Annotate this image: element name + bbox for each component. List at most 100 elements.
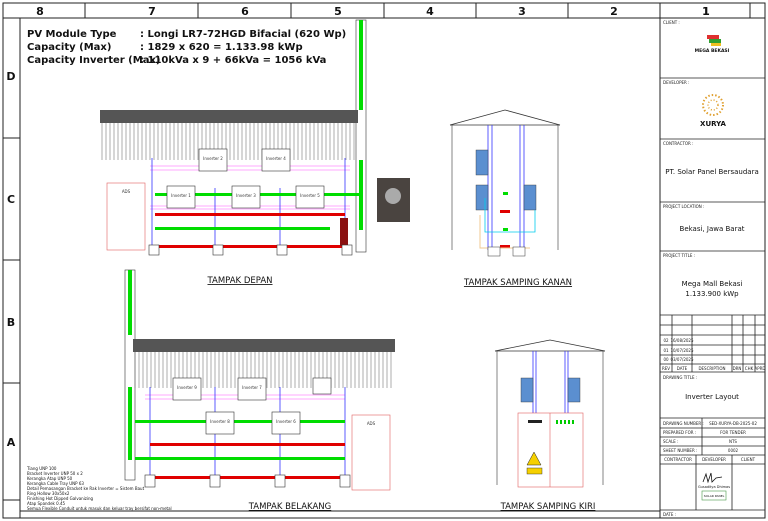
- view-title-right: TAMPAK SAMPING KANAN: [463, 278, 572, 288]
- column-number: 4: [426, 5, 434, 18]
- client-logo-text: MEGA BEKASI: [695, 48, 730, 54]
- rev-header: CHK: [745, 366, 754, 371]
- foundation: [276, 244, 288, 256]
- note: Kerangka Cable Tray UNP 63: [27, 481, 84, 486]
- rev-number: 01: [663, 348, 669, 353]
- fire-extinguisher: [340, 218, 348, 246]
- foundation: [209, 474, 221, 488]
- breaker-bar: [528, 420, 542, 423]
- signer-name: Gusaditya Dhimas: [698, 485, 730, 489]
- note: Kerangka Atap UNP 50: [27, 476, 73, 481]
- project-title-label: PROJECT TITLE :: [663, 253, 695, 258]
- location-label: PROJECT LOCATION :: [663, 204, 704, 209]
- notes: Tiang UNP 100 Bracket Inverter UNP 50 x …: [26, 466, 172, 511]
- back-view: Inverter 9 Inverter 7 Inverter 8 Inverte…: [124, 269, 395, 512]
- green-tray: [135, 457, 345, 460]
- rev-number: 00: [663, 357, 669, 362]
- column-number: 5: [334, 5, 342, 18]
- ads-label: ADS: [122, 189, 131, 194]
- foundation: [148, 244, 160, 256]
- inverter-label: Inverter 9: [177, 385, 197, 390]
- column-dividers: [84, 3, 751, 18]
- spec-label: Capacity (Max): [27, 42, 111, 53]
- view-title-front: TAMPAK DEPAN: [206, 276, 272, 286]
- front-view: Inverter 2 Inverter 4 Inverter 1 Inverte…: [100, 19, 410, 286]
- contractor-name: PT. Solar Panel Bersaudara: [665, 168, 759, 176]
- inverter-box: [166, 185, 196, 209]
- row-dividers: [3, 137, 660, 512]
- drawing-title-label: DRAWING TITLE :: [663, 375, 697, 380]
- contractor-label: CONTRACTOR :: [663, 141, 693, 146]
- rev-header: REV: [662, 366, 670, 371]
- drawing-number: SED-XURYA-DB-2025-02: [709, 421, 757, 426]
- developer-logo: XURYA: [700, 94, 727, 128]
- inverter-side: [475, 149, 489, 176]
- ladder-green-cable: [128, 387, 132, 460]
- roof-corrugation: [101, 123, 355, 160]
- inverter-box: [237, 377, 267, 401]
- rev-number: 02: [663, 338, 669, 343]
- red-tray: [155, 245, 345, 248]
- prepared-for: FOR TENDER: [720, 430, 746, 435]
- inverter-box: [172, 377, 202, 401]
- client-logo: MEGA BEKASI: [695, 35, 730, 54]
- drawing-title: Inverter Layout: [685, 393, 739, 401]
- red-tray: [150, 476, 345, 479]
- inverter-label: Inverter 2: [203, 156, 223, 161]
- project-capacity: 1.133.900 kWp: [685, 290, 739, 298]
- note: Detail Pemasangan Bracket ke Rak Inverte…: [27, 486, 145, 491]
- site-photo-detail: [385, 188, 401, 204]
- sign-header: DEVELOPER: [702, 457, 726, 462]
- rev-date: 16/08/2025: [670, 338, 694, 343]
- combiner-box: [312, 377, 332, 395]
- red-tray-end: [500, 245, 510, 248]
- row-letter: D: [6, 70, 15, 83]
- ladder-green-cable: [128, 270, 132, 335]
- column-number: 1: [702, 5, 710, 18]
- sheet-number-label: SHEET NUMBER :: [663, 448, 697, 453]
- note: Semua Flexible Conduit untuk masuk dan k…: [27, 506, 172, 511]
- inverter-box: [271, 411, 301, 435]
- inverter-label: Inverter 6: [276, 419, 296, 424]
- red-tray-end: [500, 210, 510, 213]
- spec-value: : 1829 x 620 = 1.133.98 kWp: [140, 42, 303, 53]
- signature: [702, 472, 723, 484]
- note: Tiang UNP 100: [26, 466, 57, 471]
- right-side-view: TAMPAK SAMPING KANAN: [449, 109, 572, 288]
- foundation: [144, 474, 156, 488]
- inverter-label: Inverter 7: [242, 385, 262, 390]
- project-location: Bekasi, Jawa Barat: [680, 225, 745, 233]
- roof: [100, 110, 358, 123]
- foundation: [212, 244, 224, 256]
- inverter-label: Inverter 1: [171, 193, 191, 198]
- left-side-view: TAMPAK SAMPING KIRI: [494, 339, 606, 512]
- client-label: CLIENT :: [663, 20, 680, 25]
- foundation: [274, 474, 286, 488]
- company-stamp: [701, 490, 727, 501]
- scale-label: SCALE :: [663, 439, 678, 444]
- ads-label: ADS: [367, 421, 376, 426]
- note: Atap Spandek 0.45: [27, 501, 66, 506]
- ads-panel: [106, 182, 146, 251]
- warning-sign: [526, 467, 543, 475]
- red-tray: [155, 213, 345, 216]
- inverter-box: [295, 185, 325, 209]
- note: Ring Hollow 30x50x2: [27, 491, 70, 496]
- sign-header: CLIENT: [741, 457, 756, 462]
- ads-panel: [351, 414, 391, 491]
- inverter-label: Inverter 8: [210, 419, 230, 424]
- column-number: 2: [610, 5, 618, 18]
- green-tray-end: [503, 228, 508, 231]
- rev-date: 10/07/2025: [670, 348, 694, 353]
- column-number: 3: [518, 5, 526, 18]
- stamp-text: SOLAR PANEL: [704, 494, 725, 498]
- red-tray: [150, 443, 345, 446]
- ladder-green-cable: [359, 20, 363, 110]
- note: Finishing Hot Dipped Galvanizing: [27, 496, 94, 501]
- high-voltage-warning-icon: [526, 451, 542, 466]
- prepared-for-label: PREPARED FOR :: [663, 430, 696, 435]
- rev-date: 03/07/2025: [670, 357, 694, 362]
- view-title-left: TAMPAK SAMPING KIRI: [500, 502, 596, 512]
- inverter-side: [520, 377, 534, 403]
